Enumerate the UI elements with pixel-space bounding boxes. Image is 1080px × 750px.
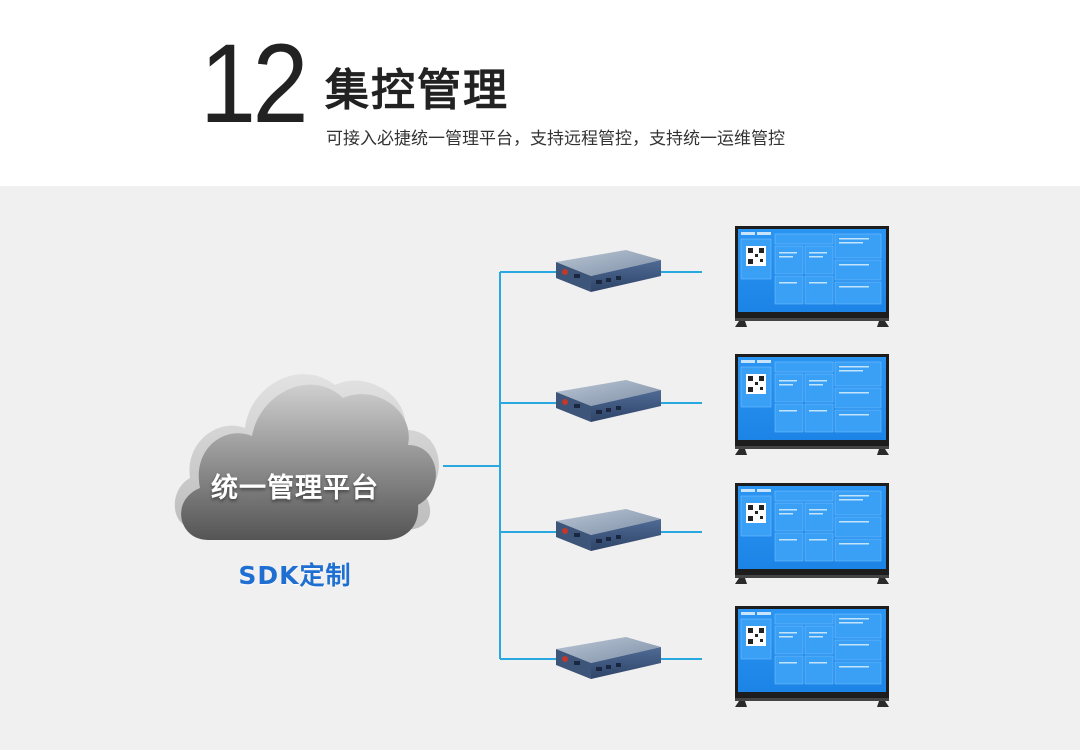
connector-lines bbox=[443, 271, 702, 660]
display-screen-4 bbox=[734, 605, 890, 708]
display-screen-1 bbox=[734, 225, 890, 328]
set-top-box-3 bbox=[556, 509, 661, 551]
cloud-platform-label: 统一管理平台 bbox=[211, 473, 379, 504]
diagram-background bbox=[0, 186, 1080, 750]
display-screen-2 bbox=[734, 353, 890, 456]
set-top-box-2 bbox=[556, 380, 661, 422]
section-subtitle: 可接入必捷统一管理平台，支持远程管控，支持统一运维管控 bbox=[326, 129, 785, 149]
sdk-custom-label: SDK定制 bbox=[238, 561, 352, 590]
section-number: 12 bbox=[200, 21, 309, 146]
display-screen-3 bbox=[734, 482, 890, 585]
section-title: 集控管理 bbox=[325, 65, 509, 116]
header: 12 集控管理 可接入必捷统一管理平台，支持远程管控，支持统一运维管控 bbox=[0, 0, 1080, 186]
set-top-box-1 bbox=[556, 250, 661, 292]
set-top-box-4 bbox=[556, 637, 661, 679]
cloud-icon bbox=[174, 374, 439, 540]
